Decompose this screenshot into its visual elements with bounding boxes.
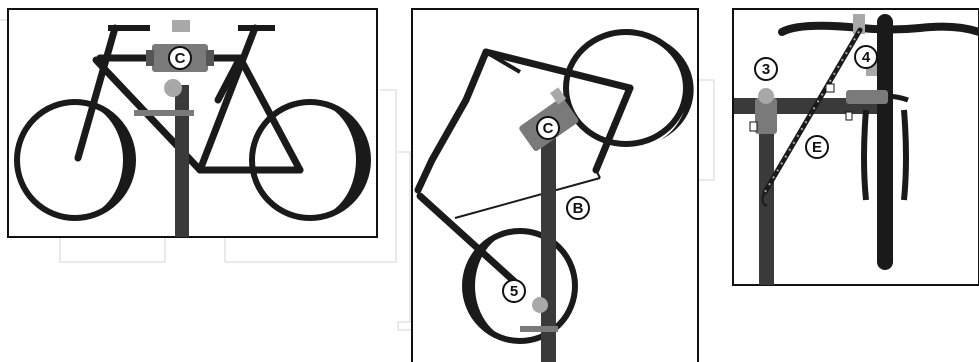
callout-label: C — [543, 120, 554, 137]
callout-label: B — [573, 200, 584, 217]
callout-3: 3 — [755, 58, 777, 80]
stand-knob-top — [172, 20, 190, 32]
callout-label: 3 — [762, 61, 770, 78]
stand-post — [175, 85, 189, 237]
panel-left: C — [8, 9, 377, 237]
callout-c-middle: C — [537, 117, 559, 139]
callout-4: 4 — [855, 46, 877, 68]
callout-5: 5 — [503, 280, 525, 302]
callout-label: E — [812, 139, 822, 156]
panel-right: 3 4 E — [733, 9, 979, 285]
callout-label: C — [175, 50, 186, 67]
panel-middle: C B 5 — [412, 9, 698, 362]
callout-b: B — [567, 197, 589, 219]
panel-left-border — [8, 9, 377, 237]
callout-c-left: C — [169, 47, 191, 69]
callout-label: 5 — [510, 283, 518, 300]
callout-e: E — [806, 136, 828, 158]
stand-joint — [164, 79, 182, 97]
callout-label: 4 — [862, 49, 871, 66]
stand-tray — [134, 110, 194, 116]
